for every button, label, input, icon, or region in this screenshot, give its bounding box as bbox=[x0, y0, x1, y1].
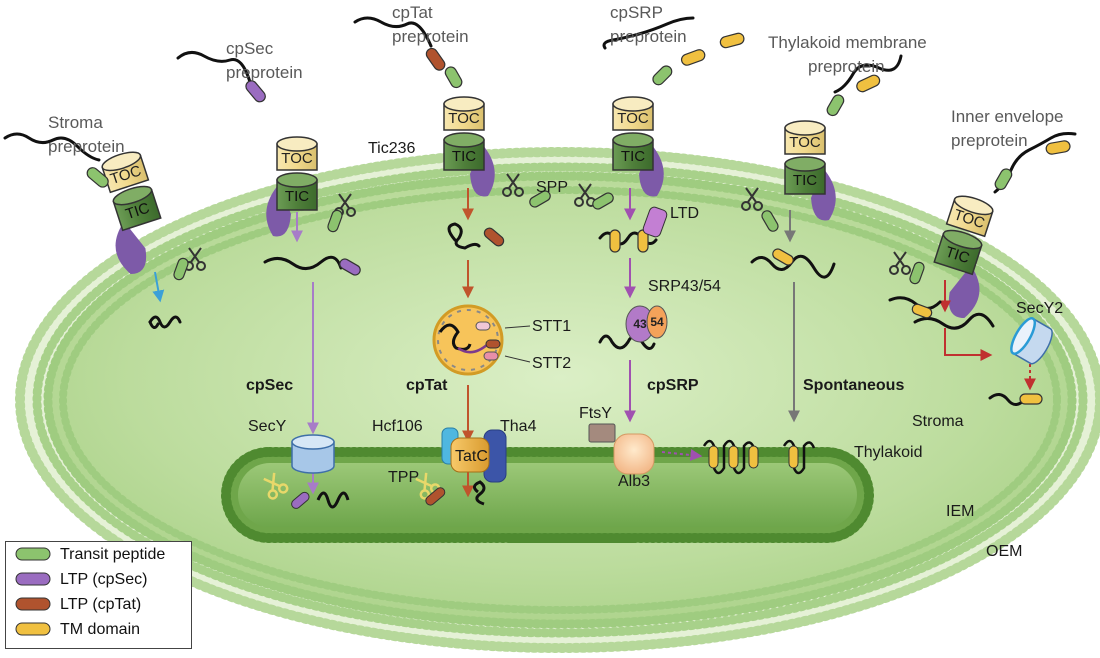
secy-translocon bbox=[291, 434, 335, 474]
incoming-domains bbox=[86, 32, 1071, 191]
toc-label: TOC bbox=[789, 134, 821, 151]
legend-swatch-ltp-cptat bbox=[15, 597, 51, 611]
inner-envelope-preprotein-label-line1: Inner envelope bbox=[951, 107, 1063, 126]
toc-tic-complex-thylakoid-membrane: TOC TIC bbox=[784, 120, 836, 221]
ftsy-shape bbox=[588, 423, 616, 443]
tat-machinery bbox=[441, 427, 507, 506]
legend-item-ltp-cpsec: LTP (cpSec) bbox=[15, 571, 147, 588]
tpp-label: TPP bbox=[388, 469, 419, 486]
thylakoid-membrane-preprotein-chain bbox=[833, 54, 903, 94]
toc-tic-complex-cptat: TOC TIC bbox=[443, 96, 495, 197]
stt2-shape bbox=[483, 351, 499, 361]
ltd-protein bbox=[642, 206, 668, 238]
stroma-preprotein-label-line1: Stroma bbox=[48, 113, 103, 132]
thylakoid-membrane bbox=[221, 447, 874, 543]
toc-tic-complex-stroma: TOC TIC bbox=[101, 151, 162, 275]
toc-tic-complex-inner-envelope: TOC TIC bbox=[933, 195, 994, 319]
cptat-preprotein-label-line2: preprotein bbox=[392, 27, 469, 46]
legend-swatch-tm-domain bbox=[15, 622, 51, 636]
cptat-preprotein-label-line1: cpTat bbox=[392, 3, 433, 22]
stroma-preprotein-chain bbox=[3, 132, 101, 162]
inserted-tm-proteins bbox=[702, 439, 816, 475]
ftsy-label: FtsY bbox=[579, 405, 612, 422]
hcf106-label: Hcf106 bbox=[372, 418, 423, 435]
thylakoid-membrane-preprotein-label-line2: preprotein bbox=[808, 57, 885, 76]
srp54-label: 54 bbox=[650, 315, 664, 329]
legend-item-transit-peptide: Transit peptide bbox=[15, 546, 165, 563]
toc-label: TOC bbox=[617, 110, 649, 127]
iem-label: IEM bbox=[946, 503, 974, 520]
stt-complex bbox=[432, 304, 531, 376]
tic-label: TIC bbox=[621, 148, 645, 165]
stroma-label: Stroma bbox=[912, 413, 964, 430]
spontaneous-pathway-label: Spontaneous bbox=[803, 377, 904, 394]
incoming-preproteins bbox=[3, 16, 1077, 194]
preprotein-labels: Stroma preprotein cpSec preprotein cpTat… bbox=[48, 3, 1063, 156]
cpsrp-preprotein-label-line1: cpSRP bbox=[610, 3, 663, 22]
cpsrp-pathway-label: cpSRP bbox=[647, 377, 699, 394]
srp43-54-label: SRP43/54 bbox=[648, 278, 721, 295]
cleaved-transit-peptides bbox=[173, 190, 925, 285]
ftsy-alb3 bbox=[588, 423, 655, 475]
toc-tic-complex-cpsrp: TOC TIC bbox=[612, 96, 664, 197]
inner-envelope-preprotein-label-line2: preprotein bbox=[951, 131, 1028, 150]
tic-label: TIC bbox=[452, 148, 476, 165]
stt2-label: STT2 bbox=[532, 355, 571, 372]
legend-label-tm-domain: TM domain bbox=[60, 621, 140, 638]
stt1-shape bbox=[475, 321, 491, 331]
toc-tic-complex-cpsec: TOC TIC bbox=[266, 136, 318, 237]
legend: Transit peptide LTP (cpSec) LTP (cpTat) … bbox=[5, 541, 192, 649]
legend-label-ltp-cpsec: LTP (cpSec) bbox=[60, 571, 147, 588]
tic-label: TIC bbox=[123, 199, 151, 223]
thylakoid-label: Thylakoid bbox=[854, 444, 922, 461]
tatc-shape bbox=[450, 437, 490, 473]
oem-label: OEM bbox=[986, 543, 1022, 560]
stromal-domains bbox=[339, 227, 1043, 405]
srp43-label: 43 bbox=[633, 317, 647, 331]
srp43-54-complex: 43 54 bbox=[625, 305, 668, 343]
legend-canvas: Transit peptide LTP (cpSec) LTP (cpTat) … bbox=[15, 546, 165, 638]
secy-label: SecY bbox=[248, 418, 287, 435]
legend-label-transit-peptide: Transit peptide bbox=[60, 546, 165, 563]
tpp-scissors-icons bbox=[263, 472, 441, 500]
legend-swatch-ltp-cpsec bbox=[15, 572, 51, 586]
cptat-pathway-label: cpTat bbox=[406, 377, 448, 394]
spp-label: SPP bbox=[536, 179, 568, 196]
tha4-label: Tha4 bbox=[500, 418, 537, 435]
tic-label: TIC bbox=[285, 188, 309, 205]
tic-label: TIC bbox=[793, 172, 817, 189]
legend-item-ltp-cptat: LTP (cpTat) bbox=[15, 596, 141, 613]
legend-item-tm-domain: TM domain bbox=[15, 621, 140, 638]
tic-label: TIC bbox=[943, 243, 971, 267]
cpsec-preprotein-label-line2: preprotein bbox=[226, 63, 303, 82]
alb3-shape bbox=[613, 433, 655, 475]
secy2-translocon bbox=[1010, 317, 1053, 365]
thylakoid-membrane-preprotein-label-line1: Thylakoid membrane bbox=[768, 33, 927, 52]
cpsrp-preprotein-chain bbox=[602, 16, 695, 50]
toc-label: TOC bbox=[448, 110, 480, 127]
cpsec-preprotein-chain bbox=[176, 51, 252, 84]
thylakoid-lumen-products bbox=[291, 487, 446, 509]
cpsec-preprotein-label-line1: cpSec bbox=[226, 39, 274, 58]
stt1-label: STT1 bbox=[532, 318, 571, 335]
toc-label: TOC bbox=[281, 150, 313, 167]
tatc-label: TatC bbox=[455, 448, 488, 465]
legend-swatch-transit-peptide bbox=[15, 547, 51, 561]
secy2-label: SecY2 bbox=[1016, 300, 1063, 317]
legend-label-ltp-cptat: LTP (cpTat) bbox=[60, 596, 141, 613]
cpsrp-preprotein-label-line2: preprotein bbox=[610, 27, 687, 46]
cpsec-pathway-label: cpSec bbox=[246, 377, 293, 394]
cptat-preprotein-chain bbox=[353, 16, 433, 48]
component-labels: Tic236 SPP LTD STT1 STT2 SRP43/54 SecY2 … bbox=[246, 140, 1063, 560]
alb3-label: Alb3 bbox=[618, 473, 650, 490]
stroma-preprotein-label-line2: preprotein bbox=[48, 137, 125, 156]
ltd-label: LTD bbox=[670, 205, 699, 222]
tic236-label: Tic236 bbox=[368, 140, 416, 157]
